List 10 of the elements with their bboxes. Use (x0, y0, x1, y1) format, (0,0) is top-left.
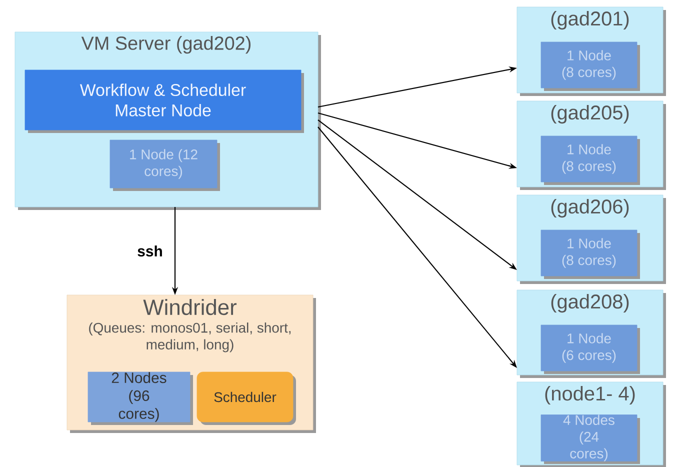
compute-node-box: 1 Node (12 cores) (110, 140, 220, 191)
compute-node-box: 1 Node (8 cores) (540, 136, 640, 185)
compute-node-box: 1 Node (8 cores) (540, 230, 640, 279)
compute-node-box: 2 Nodes (96 cores) (88, 372, 193, 425)
compute-node-box: 1 Node (6 cores) (540, 324, 640, 374)
compute-node-box: 1 Node (8 cores) (540, 42, 640, 91)
compute-node-box: 4 Nodes (24 cores) (540, 414, 640, 464)
edge-label: ssh (136, 244, 164, 258)
master-node-box: Workflow & Scheduler Master Node (24, 70, 304, 133)
scheduler-box: Scheduler (196, 372, 296, 425)
